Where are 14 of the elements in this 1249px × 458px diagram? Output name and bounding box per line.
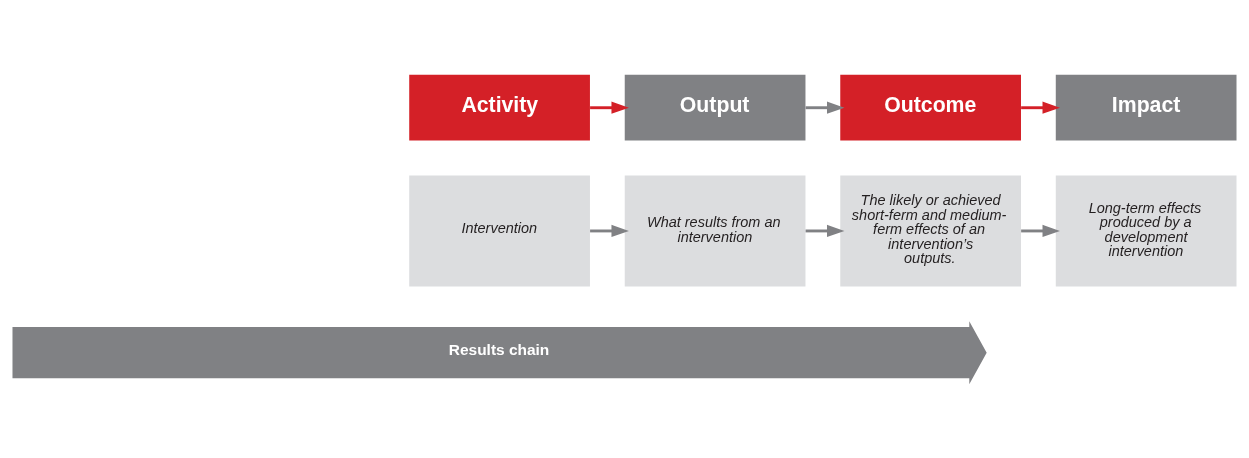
arrow bbox=[805, 224, 845, 237]
node-box: What results from an intervention bbox=[624, 174, 806, 286]
arrow bbox=[590, 101, 629, 114]
node-box: Impact bbox=[1055, 74, 1237, 141]
node-box: The likely or achieved short-ferm and medium-ferm effects of an intervention’s outputs. bbox=[840, 174, 1021, 286]
node-box: Output bbox=[624, 74, 806, 141]
node-box: Intervention bbox=[409, 174, 590, 286]
arrow bbox=[1021, 224, 1060, 237]
node-box: Outcome bbox=[840, 74, 1021, 141]
arrow bbox=[1021, 101, 1060, 114]
arrow bbox=[805, 101, 845, 114]
node-box: Activity bbox=[409, 74, 590, 141]
node-box: Long-term effects produced by a development intervention bbox=[1055, 174, 1237, 286]
arrow bbox=[590, 224, 629, 237]
